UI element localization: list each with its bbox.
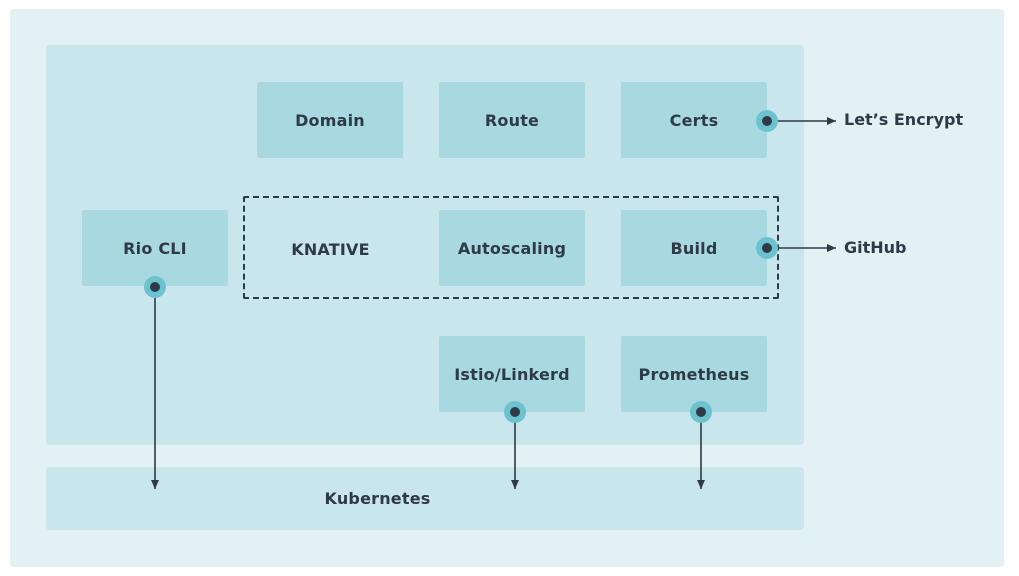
route-label: Route (484, 110, 540, 130)
prometheus-label: Prometheus (638, 364, 750, 384)
istio-connector-dot (504, 401, 526, 423)
autoscaling-label: Autoscaling (457, 238, 567, 258)
rio-cli-label: Rio CLI (123, 238, 187, 258)
istio-linkerd-box: Istio/Linkerd (439, 336, 585, 412)
rio-cli-box: Rio CLI (82, 210, 228, 286)
build-label: Build (670, 238, 718, 258)
istio-linkerd-label: Istio/Linkerd (454, 364, 570, 384)
route-box: Route (439, 82, 585, 158)
domain-label: Domain (295, 110, 365, 130)
build-box: Build (621, 210, 767, 286)
autoscaling-box: Autoscaling (439, 210, 585, 286)
knative-group: KNATIVE (258, 238, 403, 260)
lets-encrypt-label: Let’s Encrypt (844, 110, 964, 129)
certs-box: Certs (621, 82, 767, 158)
prometheus-connector-dot (690, 401, 712, 423)
rio-cli-connector-dot (144, 276, 166, 298)
certs-label: Certs (669, 110, 719, 130)
build-connector-dot (756, 237, 778, 259)
kubernetes-label: Kubernetes (324, 489, 431, 508)
knative-label: KNATIVE (291, 239, 370, 259)
domain-box: Domain (257, 82, 403, 158)
github-label: GitHub (844, 238, 907, 257)
kubernetes-layer: Kubernetes (46, 467, 804, 530)
certs-connector-dot (756, 110, 778, 132)
prometheus-box: Prometheus (621, 336, 767, 412)
